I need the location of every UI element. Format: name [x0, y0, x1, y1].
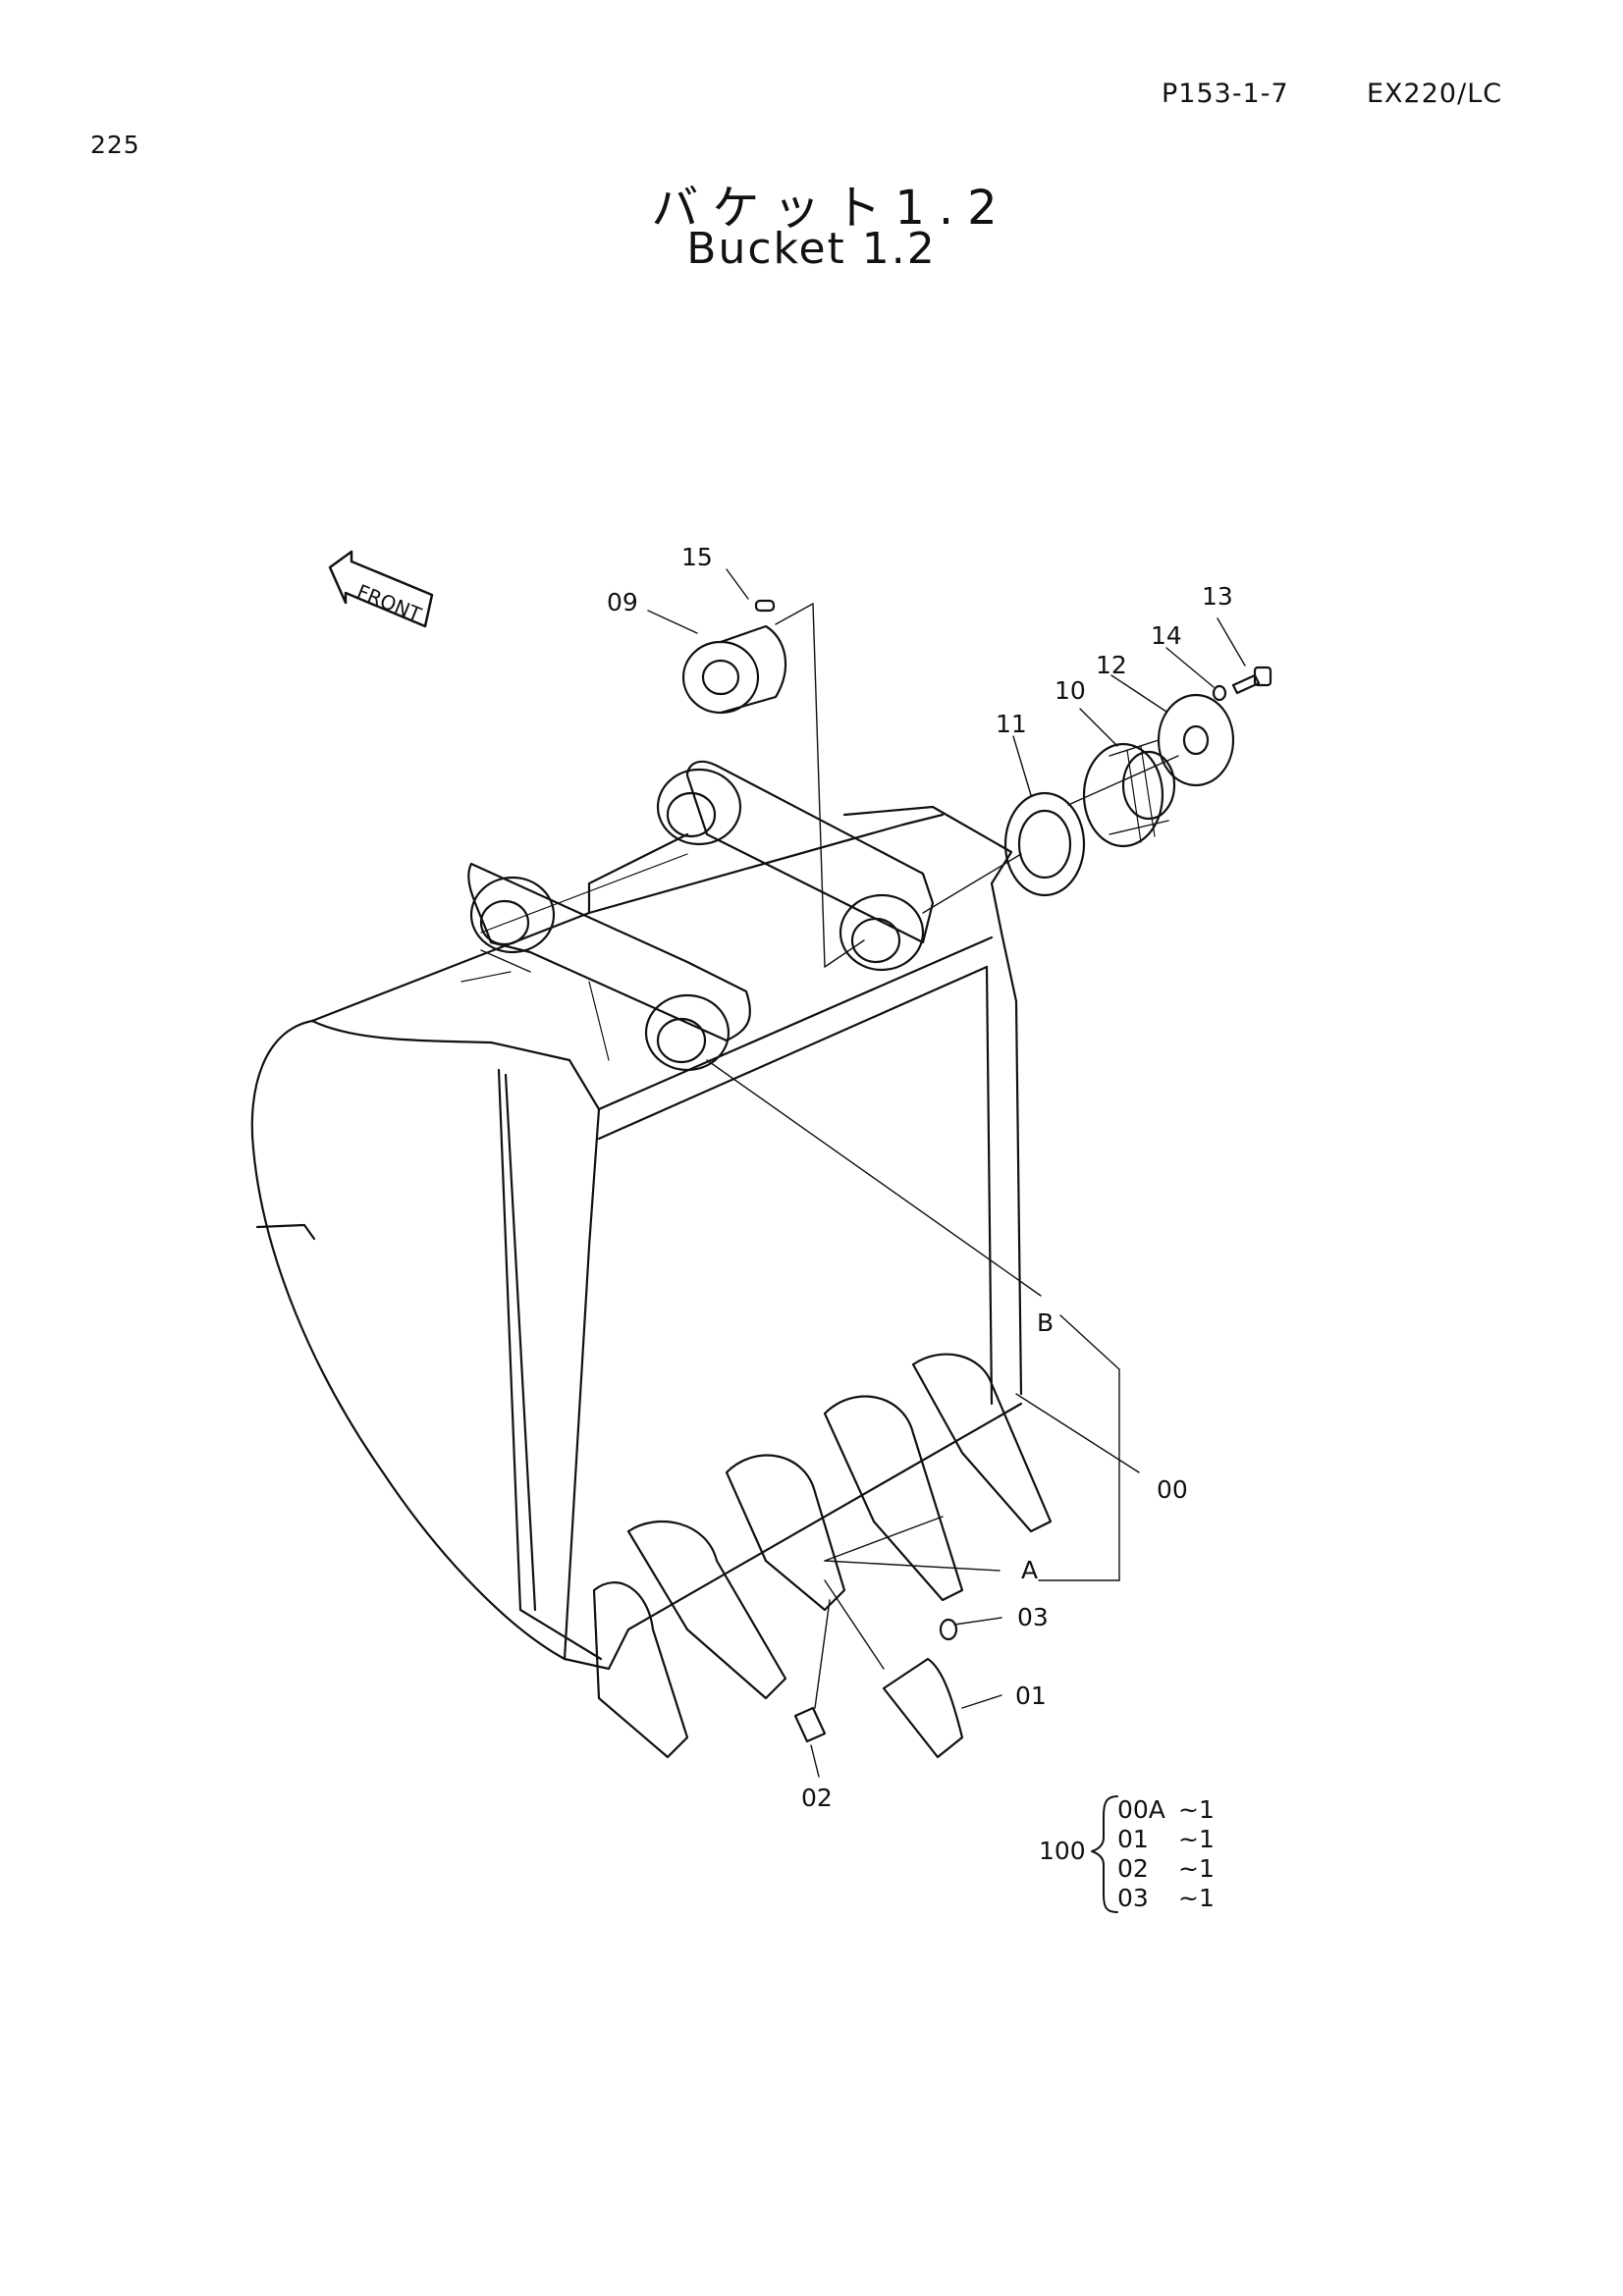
callout-A: A [1021, 1556, 1038, 1584]
callout-B: B [1037, 1308, 1054, 1337]
part-11-shim [1003, 791, 1086, 897]
page-number: 225 [90, 131, 140, 159]
part-15-pin [754, 599, 776, 613]
callout-01: 01 [1015, 1682, 1047, 1710]
part-01-tooth [882, 1657, 964, 1759]
part-03-pin [939, 1618, 958, 1641]
part-02-lock [793, 1706, 827, 1743]
callout-00: 00 [1157, 1475, 1188, 1504]
callout-13: 13 [1202, 582, 1233, 611]
assembly-number: 100 [1039, 1837, 1086, 1865]
callout-14: 14 [1151, 621, 1182, 650]
title-japanese: バケット1.2 [651, 181, 1011, 236]
assembly-composition: 100 00A ~1 01 ~1 02 ~1 03 ~1 [1039, 1795, 1215, 1913]
leader-lines [647, 568, 1246, 1778]
title-english: Bucket 1.2 [686, 224, 937, 274]
callout-15: 15 [681, 543, 713, 571]
assembly-item-part: 00A [1117, 1795, 1165, 1824]
bucket-brackets [467, 760, 935, 1072]
callout-12: 12 [1096, 651, 1127, 679]
assembly-item-part: 02 [1117, 1854, 1149, 1883]
assembly-item-qty: ~1 [1178, 1825, 1215, 1853]
bucket-teeth [592, 1353, 1053, 1759]
part-12-plate [1157, 693, 1235, 787]
page-code: P153-1-7 [1162, 79, 1289, 109]
part-10-bushing [1082, 739, 1176, 848]
front-arrow-icon: FRONT [328, 550, 434, 628]
assembly-item-qty: ~1 [1178, 1884, 1215, 1912]
bucket-body [250, 805, 1023, 1671]
assembly-item-qty: ~1 [1178, 1795, 1215, 1824]
assembly-item-part: 03 [1117, 1884, 1149, 1912]
callout-11: 11 [996, 710, 1027, 738]
callout-03: 03 [1017, 1603, 1049, 1631]
callout-labels: 15 09 13 14 12 10 11 B 00 A 03 01 02 [607, 543, 1233, 1812]
callout-09: 09 [607, 588, 638, 616]
part-14-washer [1212, 684, 1227, 702]
part-09-pin [681, 624, 787, 715]
callout-02: 02 [801, 1784, 833, 1812]
model-code: EX220/LC [1367, 79, 1503, 109]
part-13-bolt [1231, 666, 1272, 695]
callout-10: 10 [1055, 676, 1086, 705]
assembly-item-qty: ~1 [1178, 1854, 1215, 1883]
assembly-item-part: 01 [1117, 1825, 1149, 1853]
